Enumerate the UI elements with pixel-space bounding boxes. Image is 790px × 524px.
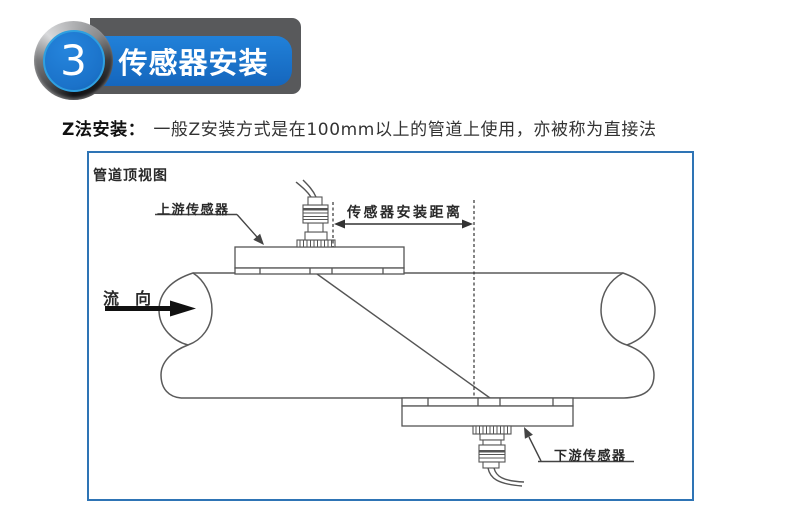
- downstream-sensor-connector: [472, 425, 525, 487]
- signal-path-line: [316, 273, 491, 399]
- upstream-cable: [295, 181, 312, 198]
- description-prefix: Z法安装：: [62, 120, 146, 140]
- downstream-cable: [487, 467, 523, 487]
- step-number-badge: 3: [34, 21, 113, 100]
- distance-label: 传感器安装距离: [347, 205, 463, 221]
- flow-direction-arrow: [105, 300, 196, 317]
- pipe-right-end-curve: [623, 344, 655, 399]
- step-number: 3: [42, 29, 105, 92]
- upstream-clamp: [234, 246, 405, 275]
- upstream-sensor-label: 上游传感器: [157, 203, 230, 218]
- description-text: 一般Z安装方式是在100mm以上的管道上使用，亦被称为直接法: [153, 120, 657, 140]
- flow-label: 流 向: [103, 289, 152, 308]
- section-title: 传感器安装: [118, 46, 269, 80]
- downstream-sensor-label: 下游传感器: [554, 449, 627, 464]
- downstream-leader-arrow: [524, 427, 634, 463]
- upstream-leader-arrow: [155, 213, 264, 245]
- pipe-right-end-cap: [600, 272, 656, 346]
- upstream-sensor-connector: [295, 179, 336, 248]
- downstream-clamp: [401, 397, 574, 427]
- view-label: 管道顶视图: [93, 168, 168, 184]
- distance-arrow: [334, 219, 473, 229]
- section-description: Z法安装： 一般Z安装方式是在100mm以上的管道上使用，亦被称为直接法: [62, 115, 657, 140]
- pipe-left-end-curve: [160, 344, 189, 399]
- badge-title-pill: 传感器安装: [95, 36, 292, 86]
